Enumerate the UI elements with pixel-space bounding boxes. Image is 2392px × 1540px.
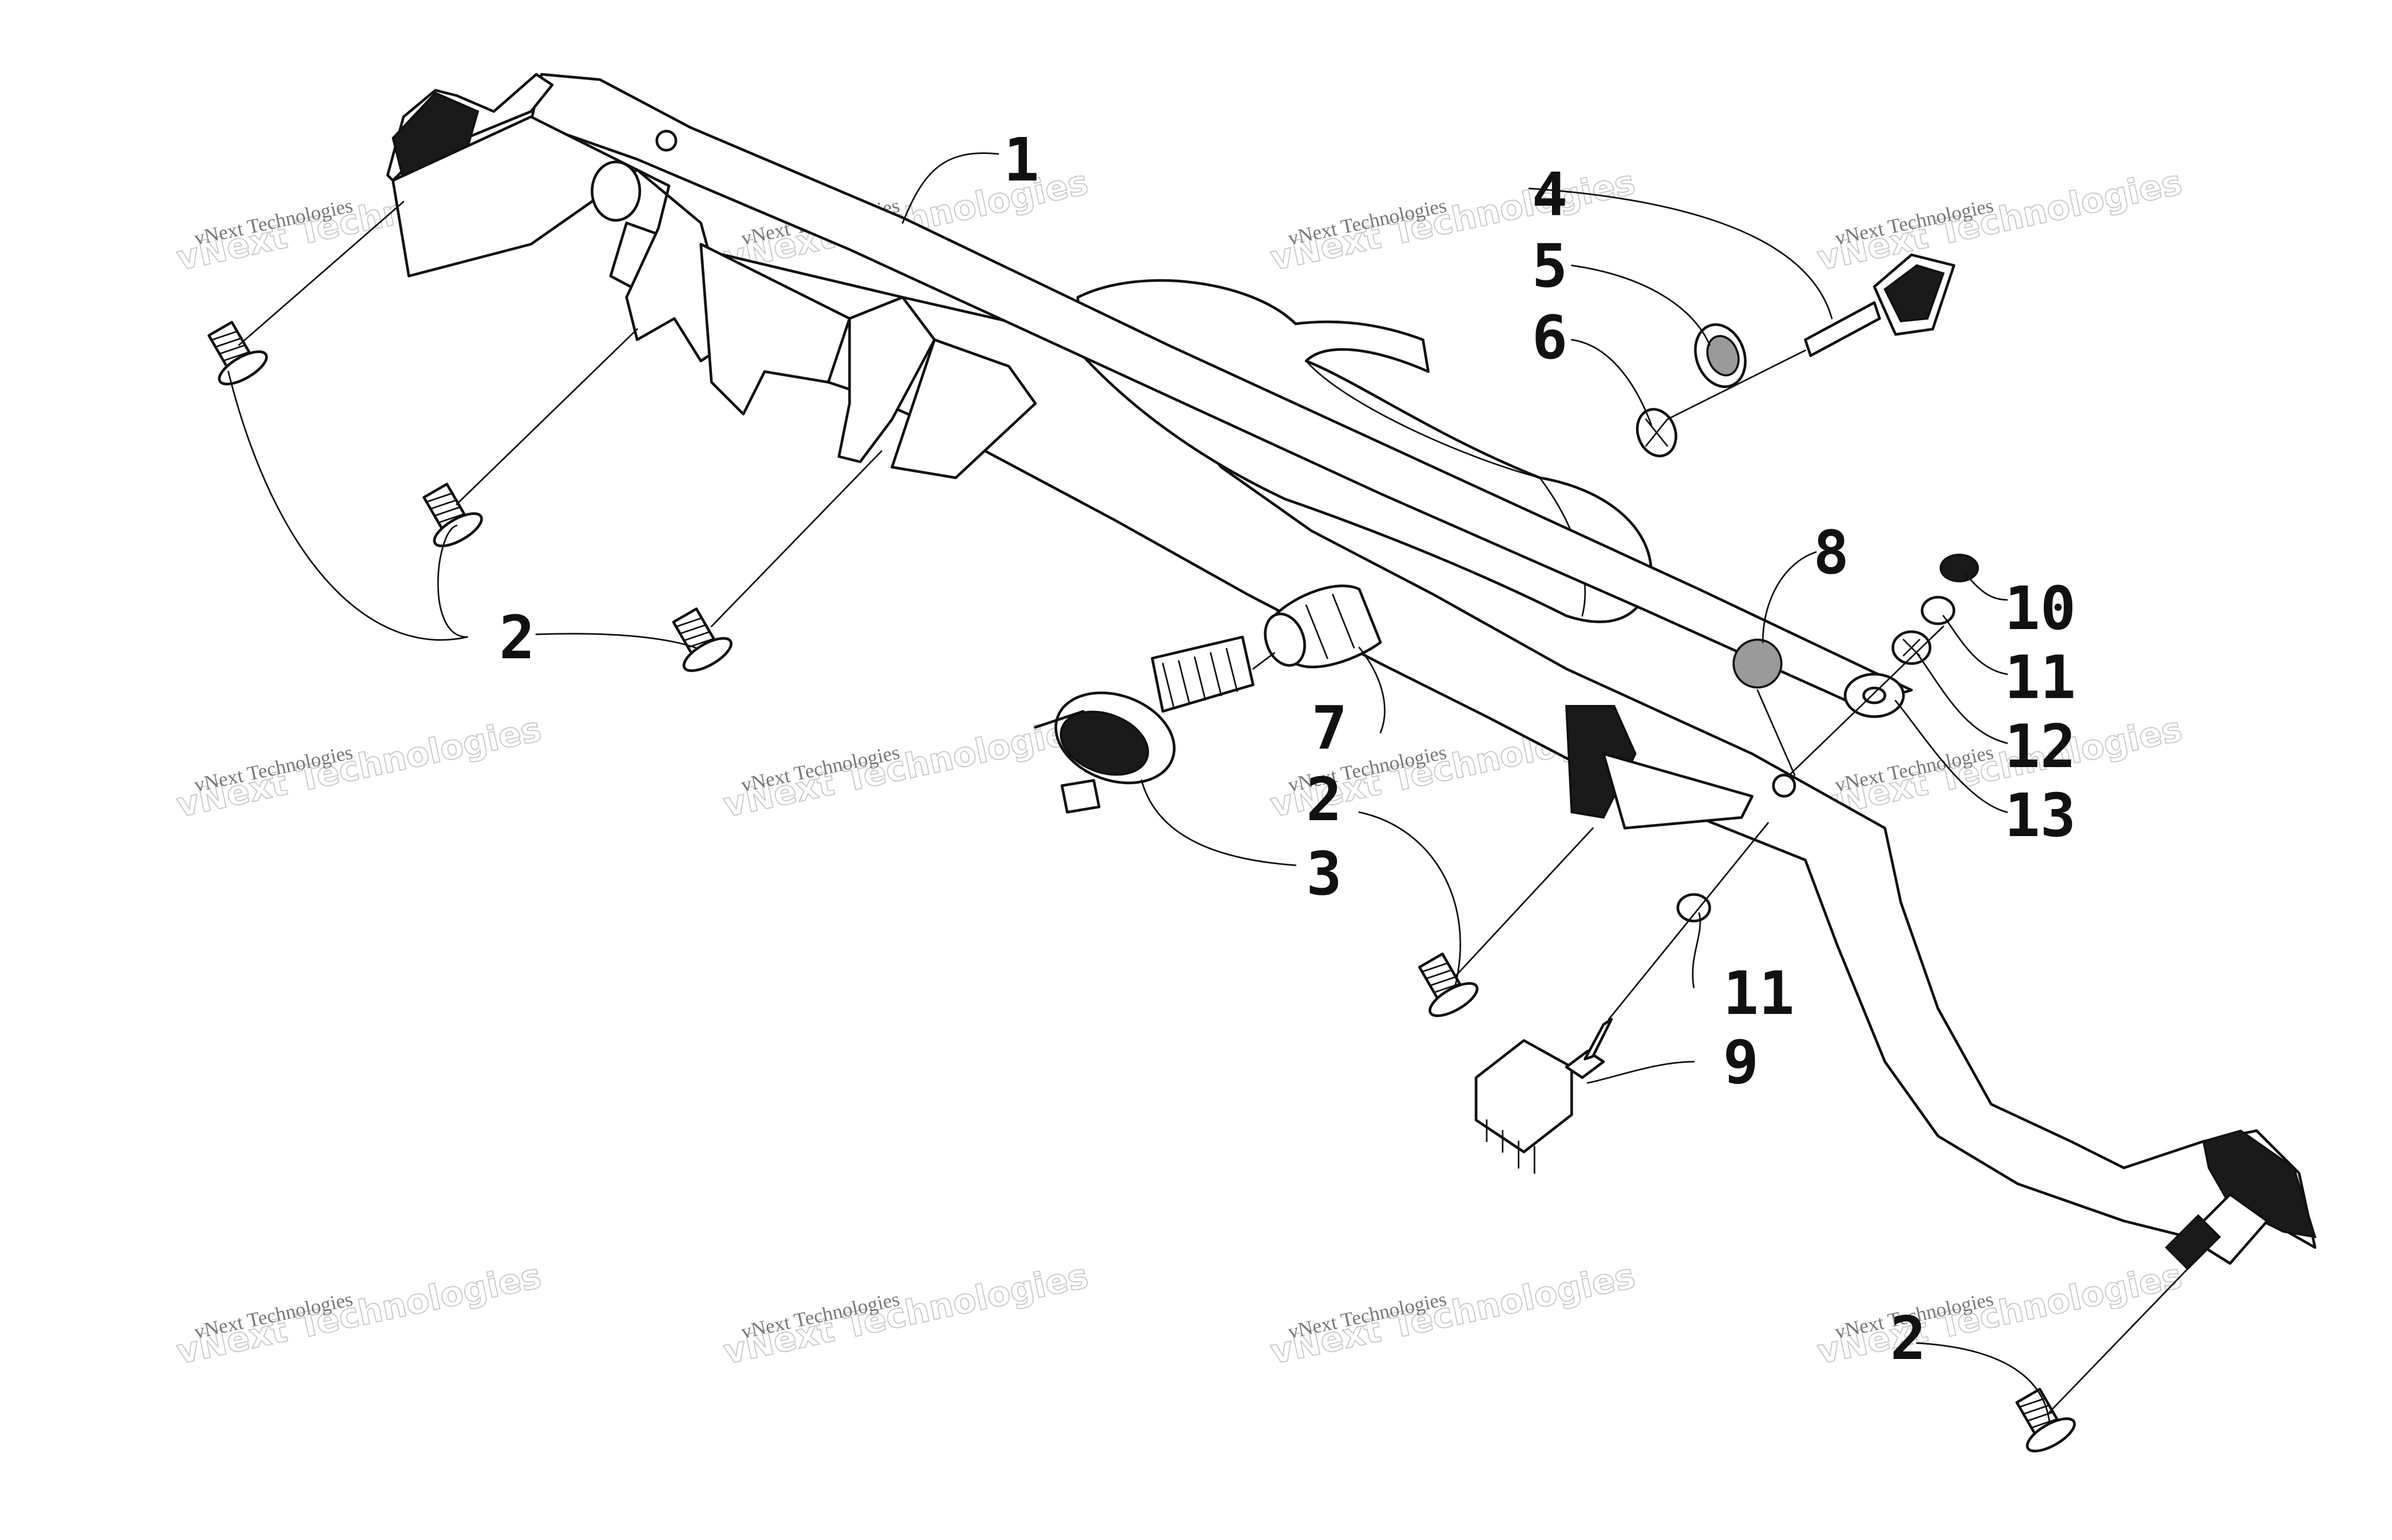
callout-1: 1: [1004, 126, 1039, 195]
watermark: vNext Technologies vNext Technologies: [1266, 162, 1639, 279]
screw-icon: [2015, 1388, 2076, 1452]
screw-icon: [1418, 952, 1479, 1017]
screw-icon: [207, 321, 268, 385]
callout-7: 7: [1311, 694, 1347, 763]
callout-11: 11: [2004, 643, 2076, 712]
dash-left-tab: [391, 91, 479, 182]
callouts: 1 2 2 2 3 4 5 6 7 8 9 10 11 11 12 13: [499, 126, 2076, 1373]
screw-icon: [672, 607, 733, 672]
watermark: vNext Technologies vNext Technologies: [173, 1256, 545, 1373]
watermark: vNext Technologies vNext Technologies: [1813, 162, 2186, 279]
plug-part-8: [1733, 639, 1782, 689]
watermark: vNext Technologies vNext Technologies: [1266, 1256, 1639, 1373]
watermark: vNext Technologies vNext Technologies: [719, 709, 1092, 826]
callout-8: 8: [1813, 519, 1849, 588]
callout-9: 9: [1723, 1028, 1759, 1097]
watermark: vNext Technologies vNext Technologies: [1813, 1256, 2186, 1373]
callout-2: 2: [499, 604, 535, 673]
callout-12: 12: [2004, 712, 2076, 781]
leader-lines: [227, 152, 2194, 1424]
dash-right-end-tab: [2202, 1129, 2317, 1238]
bushing-part-7: [1264, 584, 1382, 668]
lockwasher-part-6: [1636, 408, 1677, 458]
callout-2: 2: [1306, 765, 1342, 834]
cap-part-10: [1940, 554, 1979, 582]
callout-2: 2: [1890, 1304, 1926, 1373]
lockwasher-part-12: [1891, 630, 1932, 665]
callout-4: 4: [1532, 160, 1567, 229]
gauge-part-3: [1034, 635, 1255, 814]
callout-13: 13: [2004, 781, 2076, 850]
nut-part-5: [1694, 323, 1747, 388]
dash-lower-shroud: [609, 221, 2317, 1249]
ring-part-13: [1844, 673, 1905, 718]
callout-6: 6: [1532, 304, 1567, 373]
watermark: vNext Technologies vNext Technologies: [173, 709, 545, 826]
dash-switch-hole: [1772, 773, 1796, 798]
washer-part-11: [1676, 596, 1956, 923]
screw-icon: [422, 483, 483, 547]
callout-10: 10: [2004, 574, 2076, 643]
dash-hole: [655, 130, 678, 152]
watermark: vNext Technologies vNext Technologies: [719, 1256, 1092, 1373]
callout-5: 5: [1532, 232, 1567, 301]
screws-part-2: [207, 321, 2076, 1452]
dash-mount-hole: [590, 160, 641, 222]
dash-panel-part-1: [386, 73, 2317, 1270]
callout-11: 11: [1723, 959, 1795, 1028]
key-part-4: [1804, 253, 1956, 357]
watermark: vNext Technologies vNext Technologies: [1813, 709, 2186, 826]
callout-3: 3: [1306, 840, 1342, 909]
switch-part-9: [1474, 1018, 1613, 1174]
